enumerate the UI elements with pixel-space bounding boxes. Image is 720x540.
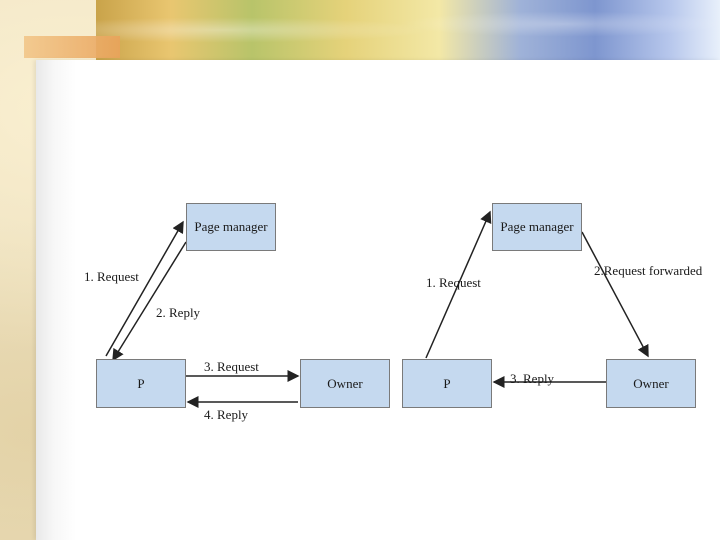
decorative-banner-image	[96, 0, 720, 60]
edge-left-request-1	[105, 220, 184, 357]
node-label: Owner	[327, 375, 363, 391]
accent-bar	[24, 36, 120, 58]
edge-left-reply-2	[112, 241, 187, 362]
edge-right-forwarded-2	[581, 231, 649, 358]
node-label: Owner	[633, 375, 669, 391]
label-left-request-1: 1. Request	[84, 269, 139, 284]
node-owner-right: Owner	[606, 359, 696, 408]
label-right-request-1: 1. Request	[426, 275, 481, 290]
node-p-right: P	[402, 359, 492, 408]
node-p-left: P	[96, 359, 186, 408]
node-label: P	[443, 375, 451, 391]
banner-overlay	[96, 0, 720, 60]
edge-right-request-1	[425, 210, 492, 359]
node-page-manager-left: Page manager	[186, 203, 276, 251]
node-owner-left: Owner	[300, 359, 390, 408]
label-right-forwarded-2: 2.Request forwarded	[594, 263, 703, 278]
node-page-manager-right: Page manager	[492, 203, 582, 251]
label-left-reply-2: 2. Reply	[156, 305, 201, 320]
label-left-request-3: 3. Request	[204, 359, 259, 374]
node-label: Page manager	[194, 219, 268, 234]
node-label: P	[137, 375, 145, 391]
label-right-reply-3: 3. Reply	[510, 371, 555, 386]
node-label: Page manager	[500, 219, 574, 234]
label-left-reply-4: 4. Reply	[204, 407, 249, 422]
